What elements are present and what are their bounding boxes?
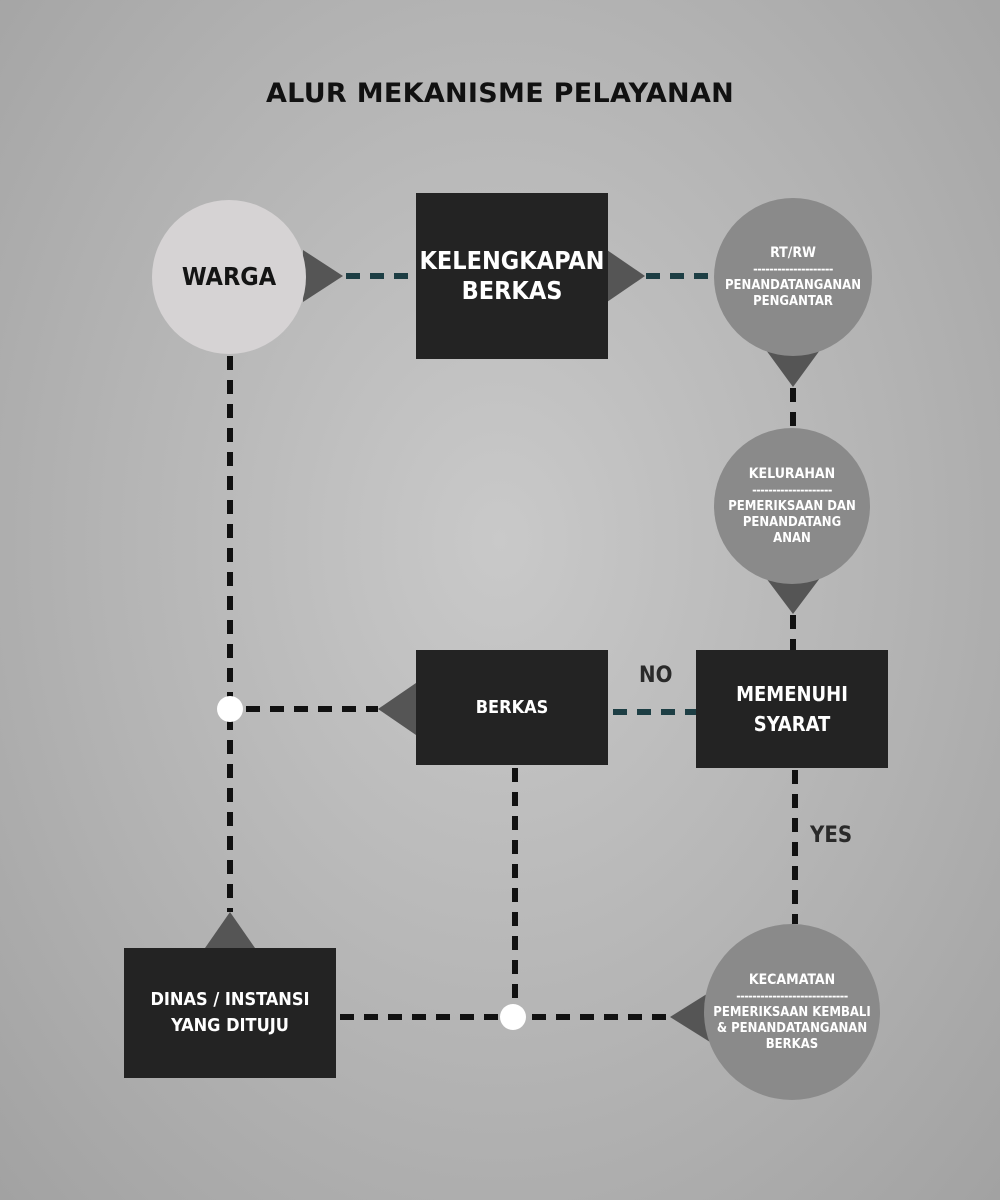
node-kelurahan-line1: PEMERIKSAAN DAN	[728, 498, 856, 514]
node-kecamatan-separator: ----------------------------	[736, 988, 848, 1003]
node-kecamatan-title: KECAMATAN	[748, 971, 836, 988]
node-kelengkapan-line1: KELENGKAPAN	[419, 246, 605, 275]
arrow-berkas-left	[378, 683, 416, 735]
node-memenuhi-line2: SYARAT	[753, 712, 831, 736]
node-kecamatan-line1: PEMERIKSAAN KEMBALI	[713, 1004, 871, 1020]
junction-dot-bottom	[500, 1004, 526, 1030]
junction-dot-left	[217, 696, 243, 722]
arrow-kecamatan-left	[670, 992, 710, 1042]
node-rtrw-line2: PENGANTAR	[753, 293, 833, 309]
node-berkas-label: BERKAS	[475, 697, 549, 718]
node-kelengkapan-line2: BERKAS	[461, 276, 563, 305]
node-kelurahan-separator: --------------------	[752, 482, 832, 497]
node-memenuhi-syarat: MEMENUHI SYARAT	[696, 650, 888, 768]
arrow-dinas-up	[205, 912, 255, 948]
node-kelengkapan-berkas: KELENGKAPAN BERKAS	[416, 193, 608, 359]
arrow-kelurahan-down	[766, 578, 820, 614]
node-kelurahan-line2: PENANDATANG	[742, 514, 842, 530]
edge-label-yes: YES	[810, 823, 853, 848]
node-rtrw: RT/RW -------------------- PENANDATANGAN…	[714, 198, 872, 356]
connectors	[227, 273, 798, 1020]
arrow-warga-right	[303, 250, 343, 302]
node-kecamatan-line3: BERKAS	[765, 1036, 819, 1052]
node-kecamatan-line2: & PENANDATANGANAN	[716, 1020, 868, 1036]
node-kelurahan: KELURAHAN -------------------- PEMERIKSA…	[714, 428, 870, 584]
node-rtrw-line1: PENANDATANGANAN	[724, 277, 862, 293]
node-rtrw-title: RT/RW	[770, 244, 816, 261]
arrow-rtrw-down	[766, 350, 820, 387]
node-kelurahan-line3: ANAN	[773, 530, 811, 546]
node-warga-label: WARGA	[181, 262, 277, 291]
node-rtrw-separator: --------------------	[753, 261, 833, 276]
node-warga: WARGA	[152, 200, 306, 354]
arrow-kelengkapan-right	[607, 250, 645, 302]
node-dinas-line1: DINAS / INSTANSI	[150, 989, 310, 1010]
node-kecamatan: KECAMATAN ---------------------------- P…	[704, 924, 880, 1100]
junctions	[217, 696, 526, 1030]
edge-label-no: NO	[639, 663, 673, 688]
node-berkas: BERKAS	[416, 650, 608, 765]
arrowheads	[205, 250, 820, 1042]
node-memenuhi-line1: MEMENUHI	[736, 682, 848, 706]
node-dinas-instansi: DINAS / INSTANSI YANG DITUJU	[124, 948, 336, 1078]
page-title: ALUR MEKANISME PELAYANAN	[265, 78, 735, 109]
node-kelurahan-title: KELURAHAN	[748, 465, 836, 482]
node-dinas-line2: YANG DITUJU	[171, 1015, 289, 1036]
